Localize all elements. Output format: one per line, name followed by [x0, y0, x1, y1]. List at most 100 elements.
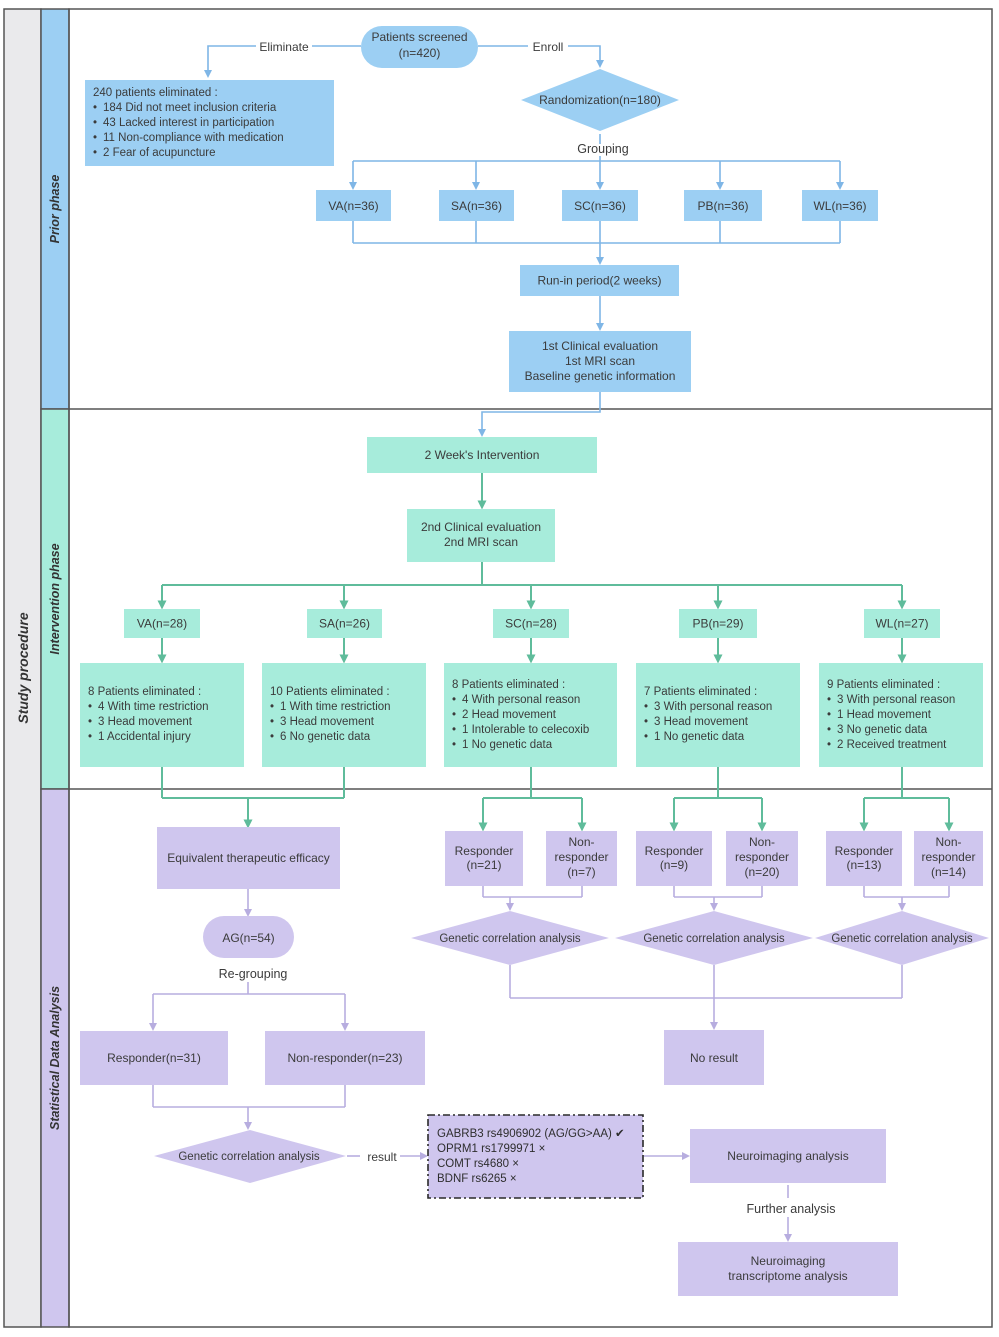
nonresponder-node [265, 1031, 425, 1085]
wl-genetic-correlation-label: Genetic correlation analysis [831, 933, 973, 945]
prior-eliminated-box [85, 80, 334, 166]
bullet: • [827, 694, 831, 706]
pb-nonresponder-line: responder [735, 850, 789, 864]
wl-nonresponder-line: Non- [935, 835, 961, 849]
eliminated-item: 4 With time restriction [98, 701, 209, 713]
enroll-label: Enroll [533, 40, 564, 54]
eliminated-box [80, 663, 244, 767]
bullet: • [88, 716, 92, 728]
sc-responder-line: (n=21) [466, 858, 501, 872]
intervention-group-label: WL(n=27) [875, 617, 928, 631]
eliminated-item: 3 Head movement [654, 716, 749, 728]
eliminated-item: 1 With time restriction [280, 701, 391, 713]
intervention-group-box [124, 609, 200, 638]
analysis-connectors [149, 886, 950, 1242]
prior-connectors [204, 45, 844, 437]
intervention-group-label: VA(n=28) [137, 617, 187, 631]
prior-group-box [439, 190, 514, 221]
bullet: • [452, 694, 456, 706]
bullet: • [452, 724, 456, 736]
label-bg [256, 39, 312, 55]
ag-genetic-correlation-label: Genetic correlation analysis [178, 1151, 320, 1163]
label-bg [528, 39, 568, 55]
no-result-node [664, 1030, 764, 1085]
gene-result-oprm1: OPRM1 rs1799971 × [437, 1143, 545, 1155]
intervention-group-label: SC(n=28) [505, 617, 557, 631]
intervention-connectors [157, 473, 954, 832]
intervention-group-box [493, 609, 569, 638]
sc-responder-node [445, 831, 523, 886]
gene-result-gabrb3: GABRB3 rs4906902 (AG/GG>AA) ✔ [437, 1128, 625, 1140]
prior-group-box [562, 190, 638, 221]
second-evaluation-line: 2nd MRI scan [444, 535, 518, 549]
prior-eliminated-list: •184 Did not meet inclusion criteria•43 … [93, 102, 284, 159]
prior-group-label: VA(n=36) [328, 199, 378, 213]
statistical-phase-label: Statistical Data Analysis [48, 986, 62, 1130]
result-label: result [367, 1150, 397, 1164]
wl-nonresponder-line: responder [921, 850, 975, 864]
responder-node [80, 1031, 228, 1085]
sc-nonresponder-line: responder [554, 850, 608, 864]
prior-eliminated-item: 43 Lacked interest in participation [103, 117, 274, 129]
eliminated-item: 3 With personal reason [837, 694, 955, 706]
pb-responder-line: (n=9) [660, 858, 688, 872]
eliminated-item: 1 Accidental injury [98, 731, 191, 743]
run-in-node [520, 265, 679, 296]
eliminated-box [636, 663, 800, 767]
prior-group-box [684, 190, 762, 221]
eliminated-item: 3 With personal reason [654, 701, 772, 713]
sc-genetic-correlation-label: Genetic correlation analysis [439, 933, 581, 945]
bullet: • [827, 724, 831, 736]
prior-group-label: SC(n=36) [574, 199, 626, 213]
equivalent-efficacy-label: Equivalent therapeutic efficacy [167, 851, 330, 865]
intervention-phase-label: Intervention phase [48, 543, 62, 654]
ag-node [203, 916, 294, 958]
baseline-node [509, 331, 691, 392]
pb-genetic-correlation-label: Genetic correlation analysis [643, 933, 785, 945]
pb-nonresponder-node [726, 831, 798, 886]
pb-nonresponder-line: Non- [749, 835, 775, 849]
wl-responder-line: (n=13) [846, 858, 881, 872]
equivalent-efficacy-node [157, 827, 340, 889]
pb-responder-line: Responder [645, 844, 704, 858]
eliminated-title: 8 Patients eliminated : [88, 686, 201, 698]
intervention-group-label: PB(n=29) [692, 617, 743, 631]
prior-phase-strip [40, 8, 70, 410]
sc-nonresponder-node [546, 831, 617, 886]
intervention-group-box [307, 609, 382, 638]
intervention-group-boxes: VA(n=28) SA(n=26) SC(n=28) PB(n=29) WL(n=27) [124, 609, 940, 638]
content-frame [68, 8, 993, 1328]
eliminated-item: 6 No genetic data [280, 731, 371, 743]
bullet: • [270, 716, 274, 728]
prior-group-label: WL(n=36) [813, 199, 866, 213]
study-procedure-label: Study procedure [15, 612, 31, 723]
bullet: • [93, 132, 97, 144]
prior-phase-label: Prior phase [48, 175, 62, 244]
eliminated-box [819, 663, 983, 767]
intervention-group-box [864, 609, 940, 638]
eliminated-item: 2 Head movement [462, 709, 557, 721]
second-evaluation-node [407, 509, 555, 562]
bullet: • [270, 701, 274, 713]
bullet: • [93, 102, 97, 114]
eliminated-title: 9 Patients eliminated : [827, 679, 940, 691]
eliminated-item: 1 Head movement [837, 709, 932, 721]
patients-screened-count: (n=420) [399, 46, 441, 60]
ag-label: AG(n=54) [222, 931, 274, 945]
eliminated-item: 4 With personal reason [462, 694, 580, 706]
intervention-group-label: SA(n=26) [319, 617, 370, 631]
pb-nonresponder-line: (n=20) [744, 865, 779, 879]
run-in-label: Run-in period(2 weeks) [537, 274, 661, 288]
wl-responder-node [826, 831, 902, 886]
second-evaluation-line: 2nd Clinical evaluation [421, 520, 541, 534]
bullet: • [644, 701, 648, 713]
prior-eliminated-item: 2 Fear of acupuncture [103, 147, 216, 159]
neuroimaging-node [690, 1129, 886, 1183]
eliminated-item: 1 Intolerable to celecoxib [462, 724, 589, 736]
outer-strip [3, 8, 42, 1328]
bullet: • [270, 731, 274, 743]
wl-nonresponder-node [914, 831, 983, 886]
responder-label: Responder(n=31) [107, 1051, 201, 1065]
